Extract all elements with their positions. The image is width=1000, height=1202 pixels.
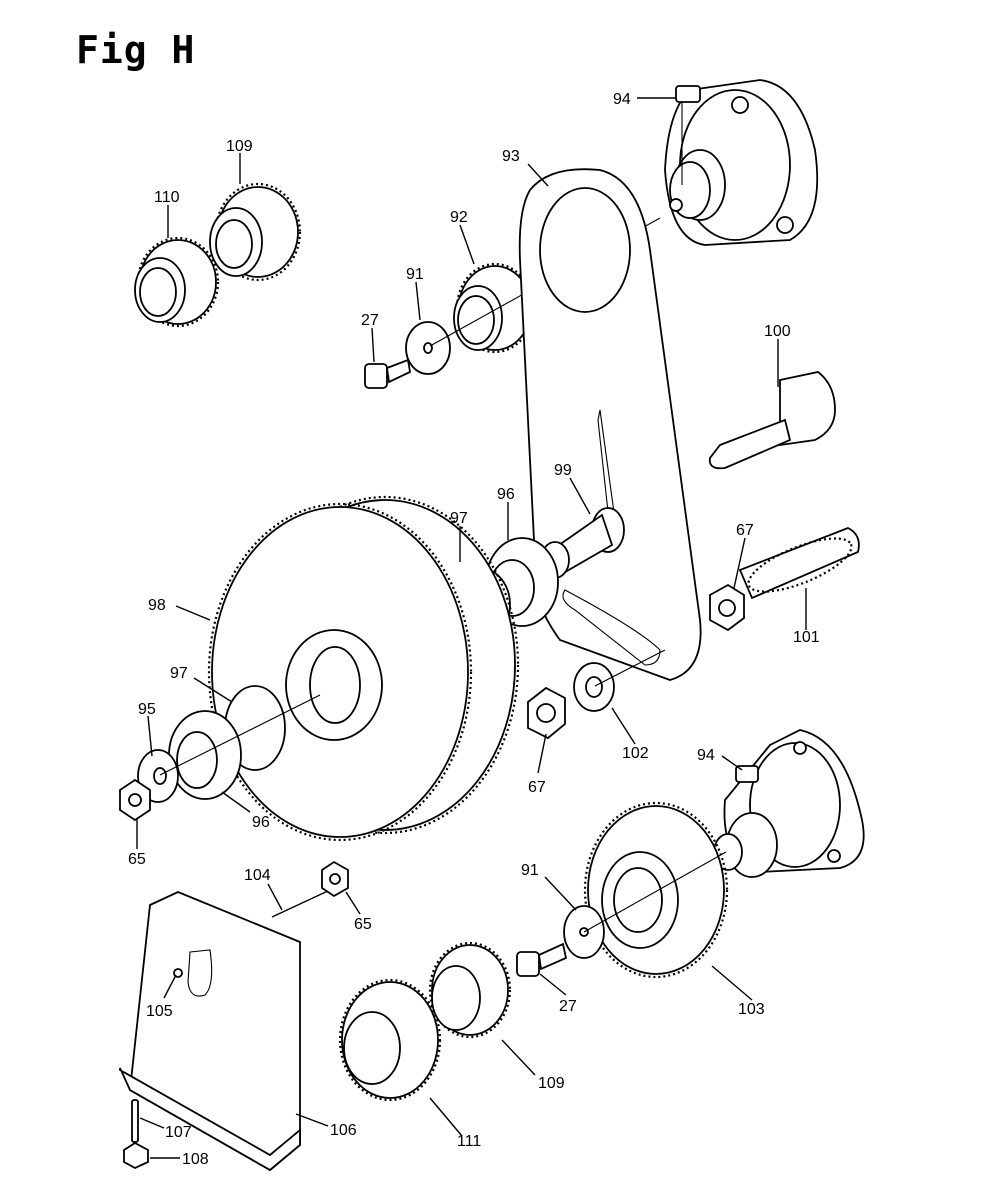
callout-97-lower: 97: [170, 665, 188, 682]
callout-110: 110: [154, 189, 180, 206]
callout-105: 105: [146, 1003, 173, 1020]
callout-101: 101: [793, 629, 820, 646]
gear-109-lower: [428, 941, 512, 1039]
nut-65-upper: [321, 860, 349, 898]
callout-67-right: 67: [736, 522, 754, 539]
gear-110: [134, 236, 220, 328]
bearing-96-lower: [168, 710, 242, 800]
callout-99: 99: [554, 462, 572, 479]
callout-98: 98: [148, 597, 166, 614]
nut-65-left: [119, 778, 151, 822]
mount-bracket-bottom: [713, 729, 865, 878]
callout-109-upper: 109: [226, 138, 253, 155]
callout-95: 95: [138, 701, 156, 718]
callout-93: 93: [502, 148, 520, 165]
callout-109-lower: 109: [538, 1075, 565, 1092]
nut-67-left: [527, 686, 566, 740]
callout-92: 92: [450, 209, 468, 226]
gear-cover-106: [119, 891, 301, 1172]
callout-104: 104: [244, 867, 271, 884]
callout-97-upper: 97: [450, 510, 468, 527]
callout-96-upper: 96: [497, 486, 515, 503]
bolt-101: [738, 527, 860, 600]
screw-27-upper: [364, 358, 411, 389]
leader-lines: [136, 97, 807, 1159]
callout-91-lower: 91: [521, 862, 539, 879]
callout-96-lower: 96: [252, 814, 270, 831]
washer-102: [573, 662, 615, 712]
callout-labels: 94 93 109 110 92 91 27 100 99 96 97 67 1…: [128, 91, 820, 1168]
callout-102: 102: [622, 745, 649, 762]
gear-111: [338, 978, 442, 1102]
callout-111: 111: [457, 1133, 481, 1150]
pin-107: [131, 1099, 139, 1143]
callout-107: 107: [165, 1124, 192, 1141]
callout-65-left: 65: [128, 851, 146, 868]
callout-65-upper: 65: [354, 916, 372, 933]
callout-103: 103: [738, 1001, 765, 1018]
screw-27-lower: [516, 942, 568, 977]
washer-91-upper: [405, 321, 451, 375]
figure-title: Fig H: [76, 28, 196, 72]
callout-27-lower: 27: [559, 998, 577, 1015]
callout-100: 100: [764, 323, 791, 340]
bolt-100: [708, 371, 836, 470]
callout-94-top: 94: [613, 91, 631, 108]
gear-109-upper: [209, 182, 302, 282]
gear-98: [207, 495, 520, 842]
callout-106: 106: [330, 1122, 357, 1139]
callout-27-upper: 27: [361, 312, 379, 329]
gear-103: [583, 801, 729, 979]
callout-108: 108: [182, 1151, 209, 1168]
mount-bracket-top: [664, 79, 819, 246]
nut-67-right: [709, 583, 745, 632]
stud-104: [271, 889, 331, 918]
callout-91-upper: 91: [406, 266, 424, 283]
nut-108: [123, 1141, 149, 1170]
callout-67-left: 67: [528, 779, 546, 796]
callout-94-bottom: 94: [697, 747, 715, 764]
